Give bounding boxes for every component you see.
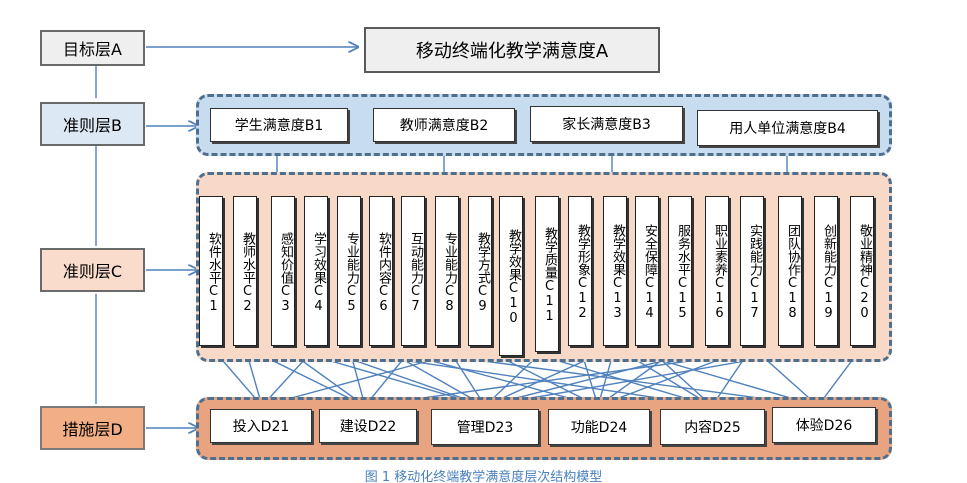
level-d-box: 措施层D xyxy=(40,406,145,450)
criterion-b4-label: 用人单位满意度B4 xyxy=(729,121,846,137)
figure-caption: 图 1 移动化终端教学满意度层次结构模型 xyxy=(364,470,603,483)
goal-label: 移动终端化教学满意度A xyxy=(415,41,609,62)
level-b-box: 准则层B xyxy=(40,102,145,146)
measure-d24: 功能D24 xyxy=(548,409,650,445)
criterion-b4: 用人单位满意度B4 xyxy=(697,110,878,146)
criterion-c8: 专业能力C8 xyxy=(435,196,459,346)
goal-box: 移动终端化教学满意度A xyxy=(364,27,660,73)
criterion-c16: 职业素养C16 xyxy=(705,196,729,346)
criterion-c4: 学习效果C4 xyxy=(304,196,328,346)
criterion-c1: 软件水平C1 xyxy=(199,196,223,346)
criterion-b3-label: 家长满意度B3 xyxy=(562,117,651,133)
level-a-box: 目标层A xyxy=(40,30,145,66)
level-c-box: 准则层C xyxy=(40,248,145,292)
level-c-label: 准则层C xyxy=(62,262,123,281)
measure-d22-label: 建设D22 xyxy=(339,419,397,435)
measure-d21-label: 投入D21 xyxy=(232,419,290,435)
criterion-c9: 教学方式C9 xyxy=(468,196,492,346)
measure-d21: 投入D21 xyxy=(210,409,312,443)
measure-d24-label: 功能D24 xyxy=(570,420,628,436)
criterion-c2: 教师水平C2 xyxy=(233,196,257,346)
criterion-c7: 互动能力C7 xyxy=(401,196,425,346)
measure-d26: 体验D26 xyxy=(772,407,876,443)
measure-d25: 内容D25 xyxy=(660,409,765,445)
criterion-c15: 服务水平C15 xyxy=(668,196,692,346)
measure-d22: 建设D22 xyxy=(319,409,417,443)
criterion-b2-label: 教师满意度B2 xyxy=(399,118,489,134)
measure-d25-label: 内容D25 xyxy=(684,420,741,436)
criterion-c13: 教学效果C13 xyxy=(603,196,627,346)
criterion-c10: 教学效果C10 xyxy=(499,196,523,356)
criterion-c6: 软件内容C6 xyxy=(369,196,393,346)
level-a-label: 目标层A xyxy=(63,40,122,59)
criterion-c17: 实践能力C17 xyxy=(740,196,764,346)
measure-d23: 管理D23 xyxy=(431,409,539,445)
criterion-b1-label: 学生满意度B1 xyxy=(234,118,324,134)
level-d-label: 措施层D xyxy=(62,420,123,439)
criterion-b2: 教师满意度B2 xyxy=(373,108,515,142)
criterion-b1: 学生满意度B1 xyxy=(210,108,348,142)
criterion-c14: 安全保障C14 xyxy=(635,196,659,346)
criterion-c20: 敬业精神C20 xyxy=(850,196,874,346)
criterion-b3: 家长满意度B3 xyxy=(530,106,683,142)
criterion-c12: 教学形象C12 xyxy=(568,196,592,346)
measure-d26-label: 体验D26 xyxy=(795,418,853,434)
measure-d23-label: 管理D23 xyxy=(456,420,514,436)
level-b-label: 准则层B xyxy=(63,116,122,135)
criterion-c19: 创新能力C19 xyxy=(814,196,838,346)
criterion-c18: 团队协作C18 xyxy=(778,196,802,346)
criterion-c3: 感知价值C3 xyxy=(271,196,295,346)
criterion-c5: 专业能力C5 xyxy=(337,196,361,346)
criterion-c11: 教学质量C11 xyxy=(535,196,559,352)
